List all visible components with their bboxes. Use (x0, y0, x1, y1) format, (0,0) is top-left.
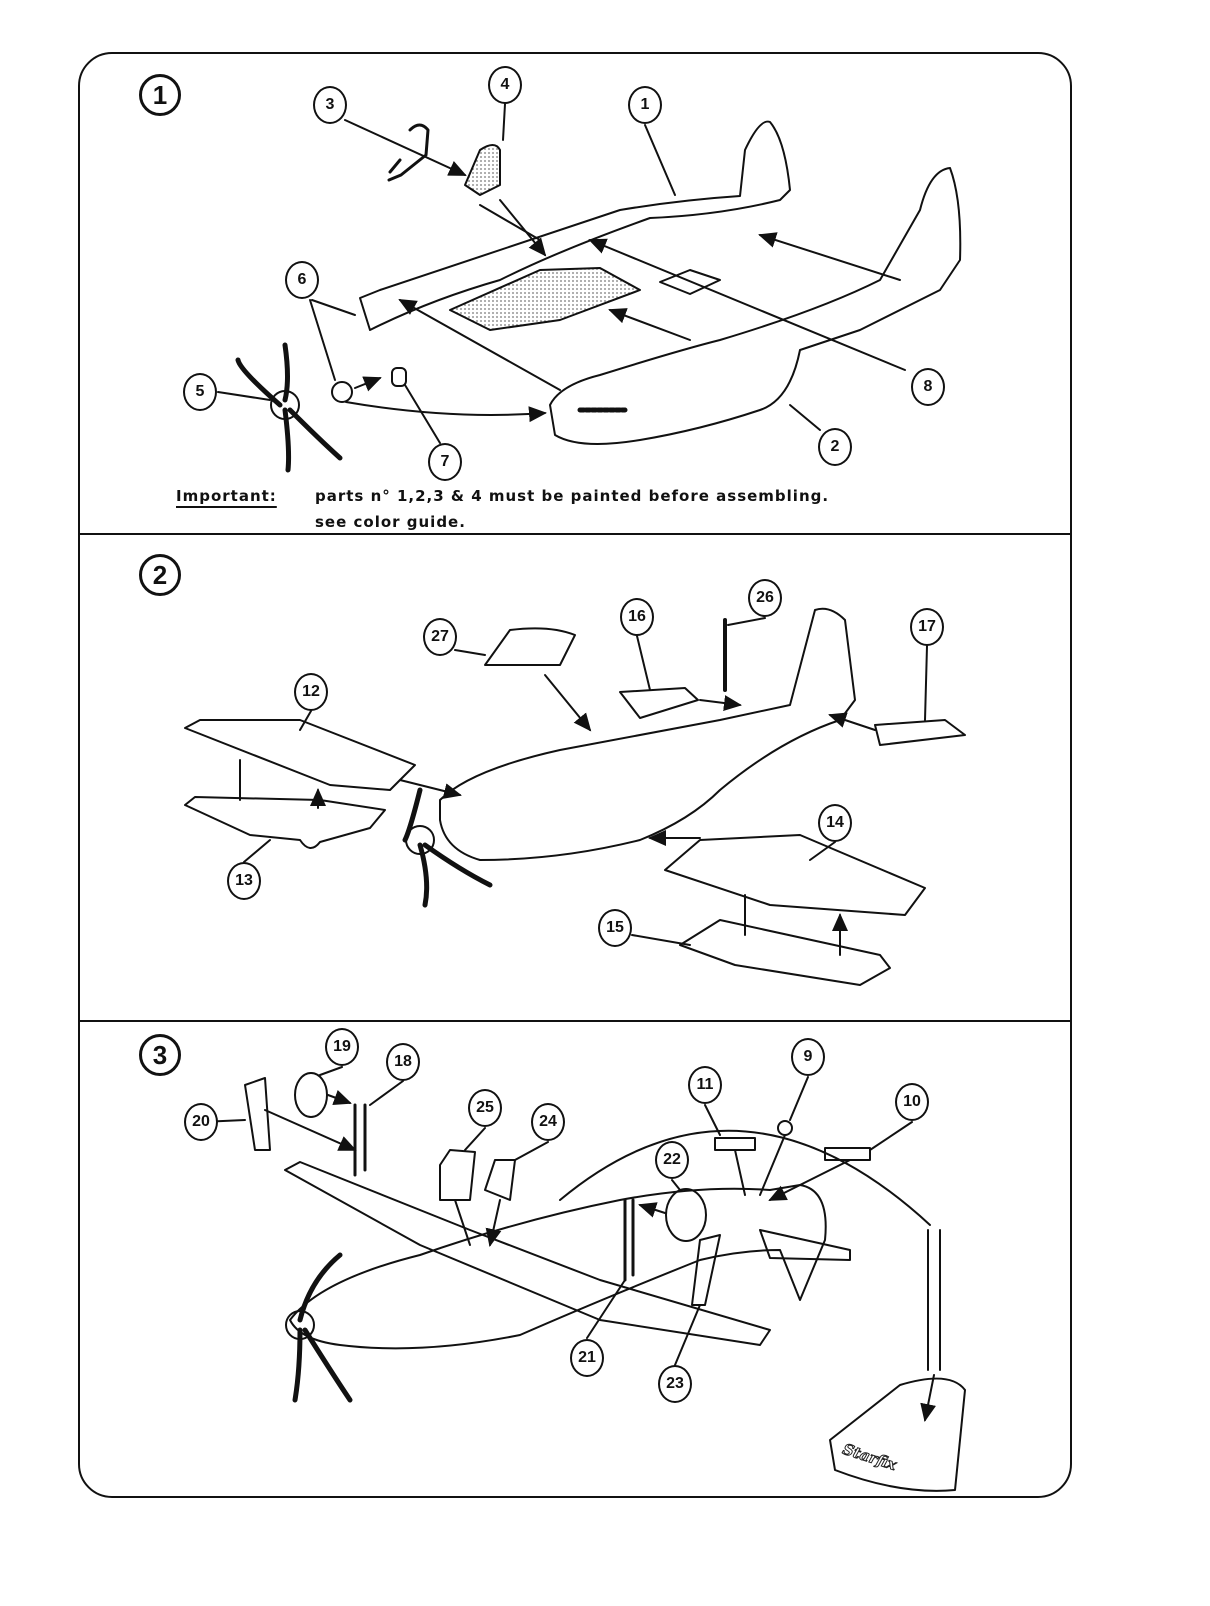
step2-drawing (184, 607, 966, 986)
part-callout-15: 15 (598, 909, 632, 947)
important-label: Important: (176, 487, 277, 505)
step-divider (78, 1020, 1072, 1022)
step-number-2: 2 (139, 554, 181, 596)
wing-lower-part15 (679, 919, 891, 986)
part-callout-24: 24 (531, 1103, 565, 1141)
step-divider (78, 533, 1072, 535)
part-callout-5: 5 (183, 373, 217, 411)
step-number-3: 3 (139, 1034, 181, 1076)
seat-part4 (464, 144, 501, 196)
part-callout-17: 17 (910, 608, 944, 646)
stand-rod (927, 1229, 941, 1371)
part-callout-19: 19 (325, 1028, 359, 1066)
part-callout-7: 7 (428, 443, 462, 481)
part-callout-9: 9 (791, 1038, 825, 1076)
stabilizer-part16 (619, 687, 699, 719)
gear-leg-part21 (623, 1198, 635, 1282)
part-callout-22: 22 (655, 1141, 689, 1179)
part-callout-25: 25 (468, 1089, 502, 1127)
part-callout-2: 2 (818, 428, 852, 466)
fuselage-half-part1 (359, 120, 791, 331)
canopy-part27 (484, 627, 576, 666)
gear-door-part25 (439, 1149, 476, 1201)
part-callout-8: 8 (911, 368, 945, 406)
part-callout-14: 14 (818, 804, 852, 842)
part-callout-6: 6 (285, 261, 319, 299)
cockpit-floor-part8 (449, 267, 641, 331)
wing-inverted (284, 1161, 771, 1346)
part10 (824, 1147, 871, 1161)
part-callout-1: 1 (628, 86, 662, 124)
aircraft-inverted (289, 1184, 827, 1350)
display-stand (829, 1377, 966, 1492)
gear-door-part23 (691, 1234, 721, 1306)
spinner (270, 390, 300, 420)
instruction-frame (78, 52, 1072, 1498)
wing-lower-part13 (184, 796, 386, 849)
part-callout-12: 12 (294, 673, 328, 711)
part-callout-21: 21 (570, 1339, 604, 1377)
propeller-part5 (235, 342, 343, 473)
part-callout-3: 3 (313, 86, 347, 124)
part-callout-11: 11 (688, 1066, 722, 1104)
part-callout-26: 26 (748, 579, 782, 617)
part-callout-27: 27 (423, 618, 457, 656)
color-guide-note: see color guide. (315, 513, 466, 531)
spinner-back-part6 (331, 381, 353, 403)
part-callout-20: 20 (184, 1103, 218, 1141)
propeller (292, 1252, 353, 1403)
part-callout-13: 13 (227, 862, 261, 900)
wheel-part22 (665, 1188, 707, 1242)
important-note: parts n° 1,2,3 & 4 must be painted befor… (315, 487, 830, 505)
step-number-1: 1 (139, 74, 181, 116)
fuselage-half-part2 (549, 167, 962, 445)
part-callout-10: 10 (895, 1083, 929, 1121)
stabilizer (759, 1229, 851, 1261)
part-callout-4: 4 (488, 66, 522, 104)
stabilizer-part17 (874, 719, 966, 746)
step1-drawing (217, 103, 962, 473)
gear-door-part20 (244, 1077, 271, 1151)
prop-shaft-part7 (391, 367, 407, 387)
part-callout-18: 18 (386, 1043, 420, 1081)
wing-upper-part14 (664, 834, 926, 916)
part-callout-16: 16 (620, 598, 654, 636)
step3-drawing (200, 1066, 966, 1492)
part-callout-23: 23 (658, 1365, 692, 1403)
radiator-part (659, 269, 721, 295)
fuselage-assembled (439, 607, 856, 861)
pilot-figure-part3 (387, 123, 430, 182)
